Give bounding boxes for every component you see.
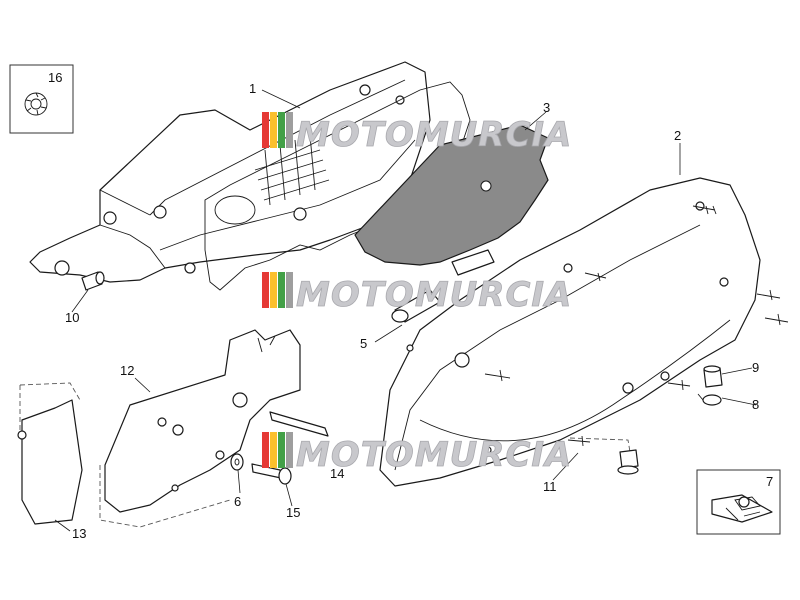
callout-12: 12 — [120, 363, 134, 378]
callout-6: 6 — [234, 494, 241, 509]
inset-box-7 — [696, 469, 781, 535]
side-cover-part-2 — [379, 177, 761, 487]
air-box-housing-part-1 — [29, 61, 431, 283]
washer-part-6 — [230, 453, 244, 471]
callout-1: 1 — [249, 81, 256, 96]
clamp-part-8 — [697, 393, 722, 406]
clamp-near-part-11 — [569, 437, 639, 475]
callout-5: 5 — [360, 336, 367, 351]
bracket-part-12 — [99, 329, 301, 528]
watermark-top: MOTOMURCIA — [262, 112, 572, 155]
filter-hole — [480, 180, 492, 192]
callout-labels: 16 1 3 2 10 5 9 12 8 14 7 11 6 15 13 — [48, 70, 773, 541]
callout-3: 3 — [543, 100, 550, 115]
watermark-bottom: MOTOMURCIA — [262, 432, 572, 475]
bushing-part-10 — [81, 271, 105, 291]
callout-8: 8 — [752, 397, 759, 412]
callout-2: 2 — [674, 128, 681, 143]
callout-11: 11 — [543, 479, 557, 494]
cover-screws — [484, 205, 789, 447]
callout-14: 14 — [330, 466, 344, 481]
bolt-part-14 — [269, 411, 329, 437]
callout-7: 7 — [766, 474, 773, 489]
air-filter-part-3 — [354, 124, 549, 266]
fitting-part-5 — [391, 249, 495, 323]
callout-13: 13 — [72, 526, 86, 541]
leader-lines — [54, 89, 757, 532]
watermark-text-top: MOTOMURCIA — [296, 115, 572, 155]
watermark-text-middle: MOTOMURCIA — [296, 275, 572, 315]
bushing-part-9 — [703, 365, 723, 388]
callout-16: 16 — [48, 70, 62, 85]
callout-15: 15 — [286, 505, 300, 520]
callout-10: 10 — [65, 310, 79, 325]
inset-box-16 — [9, 64, 74, 134]
watermark-middle: MOTOMURCIA — [262, 272, 572, 315]
watermark-text-bottom: MOTOMURCIA — [296, 435, 572, 475]
callout-9: 9 — [752, 360, 759, 375]
plate-part-13 — [17, 382, 83, 525]
